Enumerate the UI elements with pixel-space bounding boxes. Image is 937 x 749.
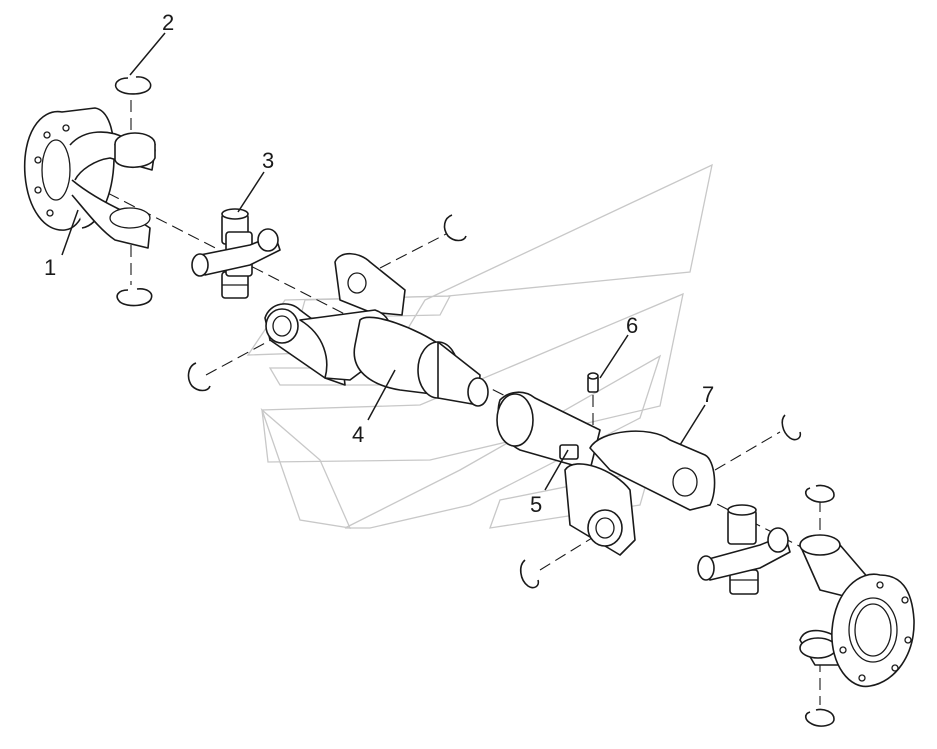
yoke-shaft — [264, 252, 489, 407]
callout-leaders — [61, 32, 706, 491]
callout-2: 2 — [162, 10, 174, 35]
callout-3: 3 — [262, 148, 274, 173]
spline-sleeve-tube — [496, 391, 601, 471]
callout-labels: 1 2 3 4 5 6 7 — [44, 10, 714, 517]
universal-joint-cross-lower — [697, 504, 791, 595]
callout-1: 1 — [44, 255, 56, 280]
callout-4: 4 — [352, 422, 364, 447]
sleeve-yoke — [564, 430, 716, 556]
grease-fitting — [587, 372, 599, 393]
callout-5: 5 — [530, 492, 542, 517]
callout-6: 6 — [626, 313, 638, 338]
universal-joint-cross-upper — [191, 208, 281, 299]
flange-yoke-left — [23, 107, 156, 249]
flange-yoke-right — [799, 534, 915, 688]
callout-7: 7 — [702, 382, 714, 407]
snap-rings — [114, 76, 835, 727]
